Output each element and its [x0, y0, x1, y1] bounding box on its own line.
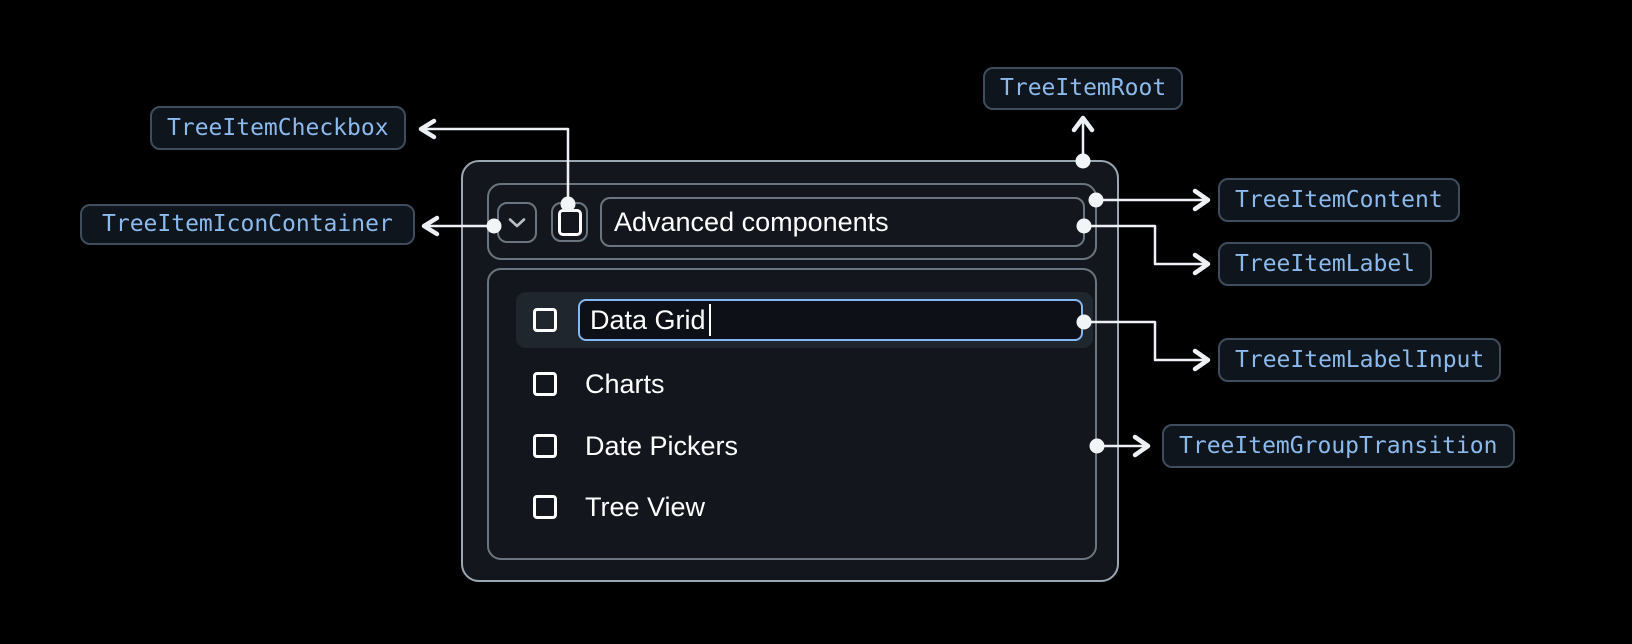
annotation-tree-item-icon-container: TreeItemIconContainer — [80, 204, 415, 245]
tree-item-checkbox[interactable] — [551, 202, 588, 242]
tree-item-icon-container[interactable] — [497, 202, 537, 243]
tree-item-group-transition — [487, 268, 1097, 560]
checkbox-unchecked-icon[interactable] — [533, 372, 557, 396]
arrowhead-left-icon — [421, 215, 440, 237]
checkbox-unchecked-icon[interactable] — [533, 308, 557, 332]
arrowhead-right-icon — [1192, 348, 1211, 372]
tree-item-row-label: Charts — [585, 368, 665, 399]
tree-item-row-label: Tree View — [585, 491, 706, 522]
arrowhead-right-icon — [1132, 434, 1151, 458]
checkbox-unchecked-icon — [557, 208, 582, 236]
annotation-tree-item-content: TreeItemContent — [1218, 178, 1460, 222]
label-input-value: Data Grid — [590, 304, 706, 335]
tree-item-row-editing[interactable]: Data Grid — [516, 292, 1093, 348]
tree-item-label[interactable]: Advanced components — [600, 197, 1085, 247]
checkbox-unchecked-icon[interactable] — [533, 495, 557, 519]
annotation-tree-item-checkbox: TreeItemCheckbox — [150, 106, 406, 150]
chevron-down-icon — [508, 217, 526, 227]
arrowhead-right-icon — [1192, 252, 1211, 276]
arrowhead-right-icon — [1192, 188, 1211, 212]
checkbox-unchecked-icon[interactable] — [533, 434, 557, 458]
tree-item-root — [461, 160, 1119, 582]
annotation-tree-item-label-input: TreeItemLabelInput — [1218, 338, 1502, 382]
tree-item-row[interactable]: Charts — [516, 356, 1093, 412]
text-cursor — [708, 304, 711, 336]
annotation-tree-item-group-transition: TreeItemGroupTransition — [1162, 424, 1515, 468]
arrowhead-up-icon — [1071, 115, 1095, 133]
tree-item-row[interactable]: Date Pickers — [516, 418, 1093, 474]
annotation-tree-item-label: TreeItemLabel — [1218, 242, 1433, 286]
arrowhead-left-icon — [418, 118, 437, 140]
annotation-tree-item-root: TreeItemRoot — [983, 67, 1184, 110]
tree-item-row-label: Date Pickers — [585, 430, 739, 461]
tree-item-label-input[interactable]: Data Grid — [578, 299, 1083, 341]
tree-item-row[interactable]: Tree View — [516, 479, 1093, 535]
